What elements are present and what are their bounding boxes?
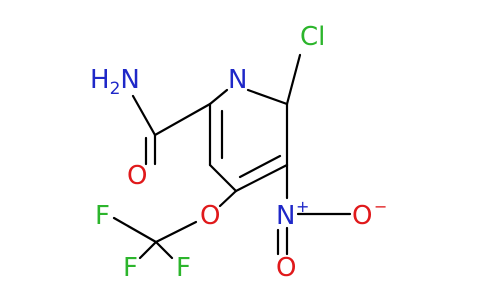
ring-nitrogen-label: N bbox=[228, 65, 247, 95]
bonds bbox=[112, 53, 352, 260]
amide-nh2-label: H2N bbox=[90, 65, 140, 99]
nitro-oxygen-bottom-label: O bbox=[276, 253, 296, 283]
ether-oxygen-label: O bbox=[200, 201, 220, 231]
nitro-oxygen-right-label: O bbox=[352, 201, 372, 231]
bond-camide-n bbox=[131, 94, 157, 137]
fluorine-left-label: F bbox=[95, 201, 110, 231]
atom-labels: H2N O N Cl O N + O − O F F F bbox=[90, 22, 387, 283]
bond-o-cf3 bbox=[154, 220, 198, 244]
fluorine-bottom-label: F bbox=[123, 253, 138, 283]
bond-c2-n1 bbox=[208, 88, 229, 106]
fluorine-right-label: F bbox=[176, 253, 191, 283]
bond-cf3-f-right bbox=[154, 240, 174, 260]
bond-c4-c3 bbox=[208, 163, 238, 193]
nitro-oxygen-right-charge: − bbox=[374, 197, 387, 216]
nitro-nitrogen-charge: + bbox=[296, 197, 309, 216]
bond-c2-camide bbox=[153, 102, 212, 137]
bond-c5-c4 bbox=[234, 163, 289, 193]
bond-c6-cl bbox=[285, 53, 302, 106]
bond-c5-c4-inner bbox=[238, 154, 282, 179]
chlorine-label: Cl bbox=[300, 22, 325, 52]
bond-c3-o bbox=[218, 189, 238, 208]
bond-cf3-f-bottom bbox=[138, 240, 158, 260]
bond-n1-c6 bbox=[246, 88, 289, 106]
bond-cf3-f-left bbox=[112, 216, 158, 244]
nitro-nitrogen-label: N bbox=[276, 201, 295, 231]
amide-oxygen-label: O bbox=[127, 161, 147, 191]
